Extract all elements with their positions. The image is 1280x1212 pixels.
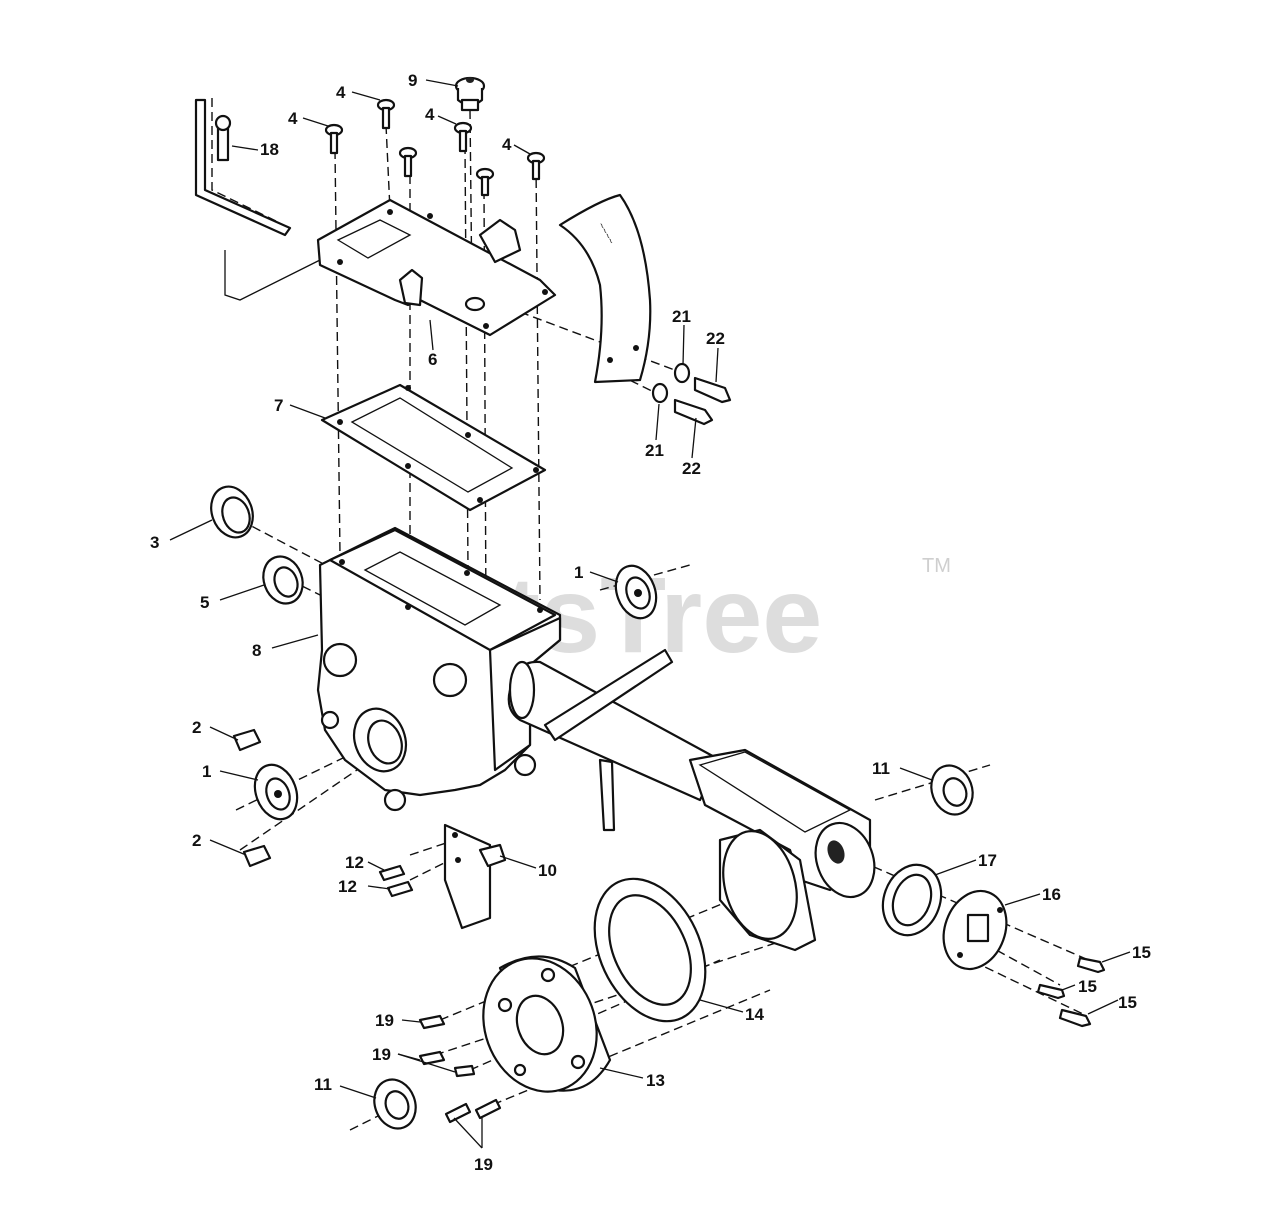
callout-15a: 15 xyxy=(1132,943,1151,962)
callout-11b: 11 xyxy=(314,1075,332,1094)
part-1-bearing-lower xyxy=(253,763,299,821)
callout-21a: 21 xyxy=(672,307,691,326)
callout-2a: 2 xyxy=(192,718,201,737)
callout-19b: 19 xyxy=(372,1045,391,1064)
callout-5: 5 xyxy=(200,593,209,612)
callout-18: 18 xyxy=(260,140,279,159)
part-16-cover xyxy=(942,889,1008,971)
callout-21b: 21 xyxy=(645,441,664,460)
callout-8: 8 xyxy=(252,641,261,660)
callout-22b: 22 xyxy=(682,459,701,478)
part-10-bracket xyxy=(443,823,507,930)
part-13-end-cap xyxy=(482,955,612,1093)
callout-leaders xyxy=(169,79,1131,1149)
gear-housing xyxy=(688,748,876,952)
part-14-gasket xyxy=(593,877,707,1023)
axle-tube xyxy=(507,648,722,832)
callout-3: 3 xyxy=(150,533,159,552)
callout-19a: 19 xyxy=(375,1011,394,1030)
callout-15b: 15 xyxy=(1078,977,1097,996)
part-15-screws xyxy=(1036,956,1106,1028)
part-9-cap xyxy=(454,76,486,112)
part-2-plugs xyxy=(232,728,272,868)
part-6-cover-plate xyxy=(316,198,557,337)
part-18-rod xyxy=(194,98,331,301)
part-5-seal xyxy=(262,555,304,605)
callout-4a: 4 xyxy=(336,83,346,102)
callout-4c: 4 xyxy=(425,105,435,124)
callout-2b: 2 xyxy=(192,831,201,850)
callout-17: 17 xyxy=(978,851,997,870)
callout-12a: 12 xyxy=(345,853,364,872)
part-21-22-hardware xyxy=(651,362,732,426)
part-12-screws xyxy=(378,864,414,898)
callout-9: 9 xyxy=(408,71,417,90)
callout-19c: 19 xyxy=(474,1155,493,1174)
part-11-seal-upper xyxy=(930,764,974,816)
watermark-trademark: TM xyxy=(922,555,951,577)
callout-1a: 1 xyxy=(574,563,583,582)
part-8-housing xyxy=(316,526,562,812)
part-1-bearing-upper xyxy=(614,564,658,620)
part-3-seal xyxy=(210,485,254,539)
callout-7: 7 xyxy=(274,396,283,415)
callout-14: 14 xyxy=(745,1005,764,1024)
part-19-screws xyxy=(418,1014,502,1124)
callout-22a: 22 xyxy=(706,329,725,348)
callout-16: 16 xyxy=(1042,885,1061,904)
callout-10: 10 xyxy=(538,861,557,880)
callout-4b: 4 xyxy=(288,109,298,128)
callout-15c: 15 xyxy=(1118,993,1137,1012)
callout-11a: 11 xyxy=(872,759,890,778)
callout-labels: 9 4 4 4 4 18 6 7 21 22 21 22 3 5 1 8 2 1… xyxy=(150,71,1151,1174)
tine-shield: ~~~~ xyxy=(558,193,652,384)
callout-13: 13 xyxy=(646,1071,665,1090)
callout-1b: 1 xyxy=(202,762,211,781)
callout-6: 6 xyxy=(428,350,437,369)
part-17-gasket xyxy=(881,863,943,937)
callout-12b: 12 xyxy=(338,877,357,896)
callout-4d: 4 xyxy=(502,135,512,154)
part-4-bolts xyxy=(324,98,546,197)
part-11-seal-lower xyxy=(373,1078,417,1130)
part-7-gasket xyxy=(320,383,547,512)
